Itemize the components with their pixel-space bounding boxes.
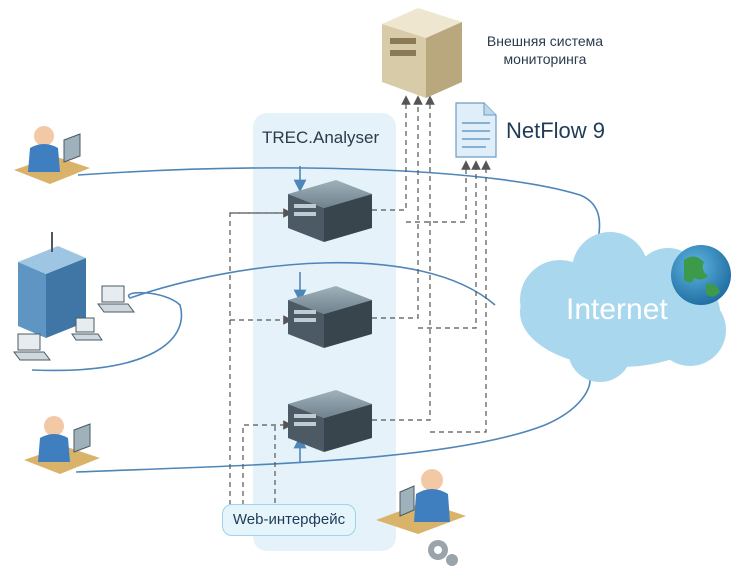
link-office-internet [31,261,496,372]
laptop-icon [13,333,51,361]
server-icon [288,286,372,348]
link-user2-internet [75,379,591,473]
web-interface-label: Web-интерфейс [222,504,356,536]
netflow-document-icon [455,102,497,158]
admin-user-icon [376,469,466,534]
server-icon [288,180,372,242]
dashed-links [229,95,491,505]
user-workstation-icon [24,416,100,474]
blue-links [31,167,601,473]
monitoring-system-label: Внешняя система мониторинга [470,32,620,68]
server-icon [288,390,372,452]
settings-gear-icon [428,540,458,566]
tower-server-icon [382,8,462,98]
laptop-icon [97,285,135,313]
laptop-icon [71,317,103,341]
user-workstation-icon [14,126,90,184]
link-user1-internet [77,167,601,246]
globe-icon [671,245,731,305]
monitoring-line-1: Внешняя система [486,33,604,49]
analyser-title: TREC.Analyser [262,128,380,147]
monitoring-line-2: мониторинга [503,51,587,67]
netflow-label: NetFlow 9 [506,118,606,143]
internet-label: Internet [566,293,668,326]
